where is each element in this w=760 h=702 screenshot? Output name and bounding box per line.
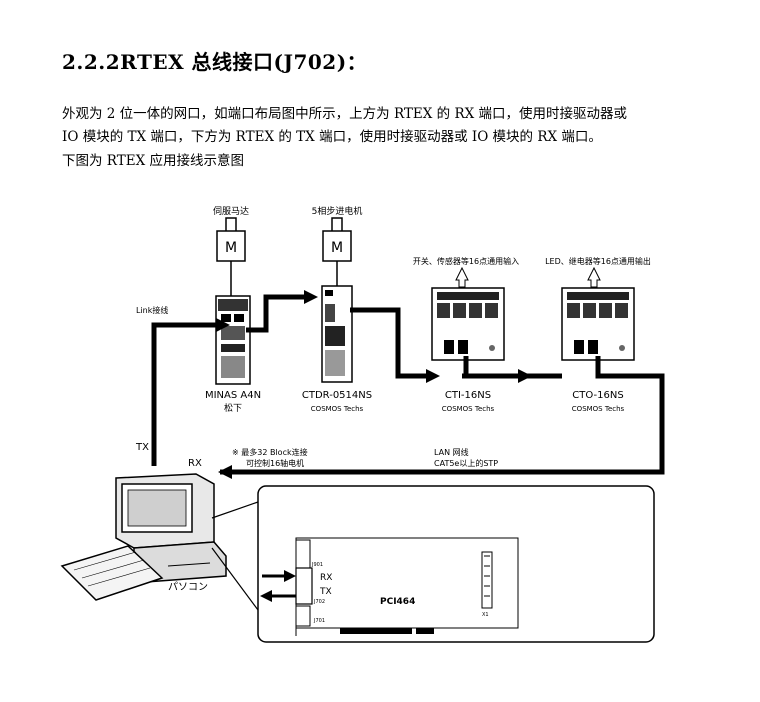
cti-module: 开关、传感器等16点通用输入 CTI-16NS COSMOS Techs bbox=[413, 256, 519, 413]
tx-label: TX bbox=[135, 442, 149, 453]
card-name: PCI464 bbox=[380, 597, 415, 607]
cto-name: CTO-16NS bbox=[572, 390, 623, 401]
callout-line-bottom bbox=[211, 547, 259, 611]
link-label: Link接线 bbox=[136, 305, 168, 315]
stepper-motor-label: 5相步进电机 bbox=[312, 205, 363, 217]
stepper-motor: 5相步进电机 M bbox=[312, 205, 363, 286]
section-heading: 2.2.2RTEX 总线接口(J702)： bbox=[62, 50, 368, 74]
minas-name: MINAS A4N bbox=[205, 390, 261, 401]
pci-card-callout: J901 RX TX J702 J701 PCI464 X1 bbox=[257, 485, 655, 643]
input-label: 开关、传感器等16点通用输入 bbox=[413, 256, 519, 266]
description-line-3: 下图为 RTEX 应用接线示意图 bbox=[62, 153, 244, 169]
pc: パソコン bbox=[60, 473, 227, 601]
lan-line-2: CAT5e以上的STP bbox=[434, 458, 498, 468]
link-cables bbox=[151, 294, 665, 475]
rx-label: RX bbox=[188, 458, 202, 469]
note-line-2: 可控制16轴电机 bbox=[246, 458, 304, 468]
ctdr-driver: CTDR-0514NS COSMOS Techs bbox=[302, 285, 372, 413]
cto-module: LED、继电器等16点通用输出 CTO-16NS COSMOS Techs bbox=[545, 256, 651, 413]
stepper-motor-symbol: M bbox=[331, 240, 343, 256]
minas-driver: MINAS A4N 松下 bbox=[205, 295, 261, 414]
description-line-2: IO 模块的 TX 端口，下方为 RTEX 的 TX 端口，使用时接驱动器或 I… bbox=[62, 129, 602, 145]
ctdr-name: CTDR-0514NS bbox=[302, 390, 372, 401]
x1-label: X1 bbox=[482, 612, 489, 618]
lan-line-1: LAN 网线 bbox=[434, 447, 469, 457]
card-rx-label: RX bbox=[320, 573, 332, 583]
cti-name: CTI-16NS bbox=[445, 390, 491, 401]
callout-line-top bbox=[211, 501, 259, 519]
description-line-1: 外观为 2 位一体的网口，如端口布局图中所示，上方为 RTEX 的 RX 端口，… bbox=[62, 106, 628, 122]
note-line-1: ※ 最多32 Block连接 bbox=[232, 447, 308, 457]
j701-label: J701 bbox=[313, 618, 325, 624]
card-tx-label: TX bbox=[319, 587, 332, 597]
minas-maker: 松下 bbox=[224, 402, 242, 414]
cti-maker: COSMOS Techs bbox=[442, 405, 495, 413]
cto-maker: COSMOS Techs bbox=[572, 405, 625, 413]
ctdr-maker: COSMOS Techs bbox=[311, 405, 364, 413]
servo-motor-symbol: M bbox=[225, 240, 237, 256]
output-label: LED、继电器等16点通用输出 bbox=[545, 256, 651, 266]
j702-label: J702 bbox=[313, 599, 325, 605]
cable-arrows bbox=[216, 290, 532, 479]
servo-motor-label: 伺服马达 bbox=[213, 205, 249, 217]
pc-label: パソコン bbox=[168, 581, 208, 593]
servo-motor: 伺服马达 M bbox=[213, 205, 249, 296]
j901-label: J901 bbox=[311, 562, 323, 568]
